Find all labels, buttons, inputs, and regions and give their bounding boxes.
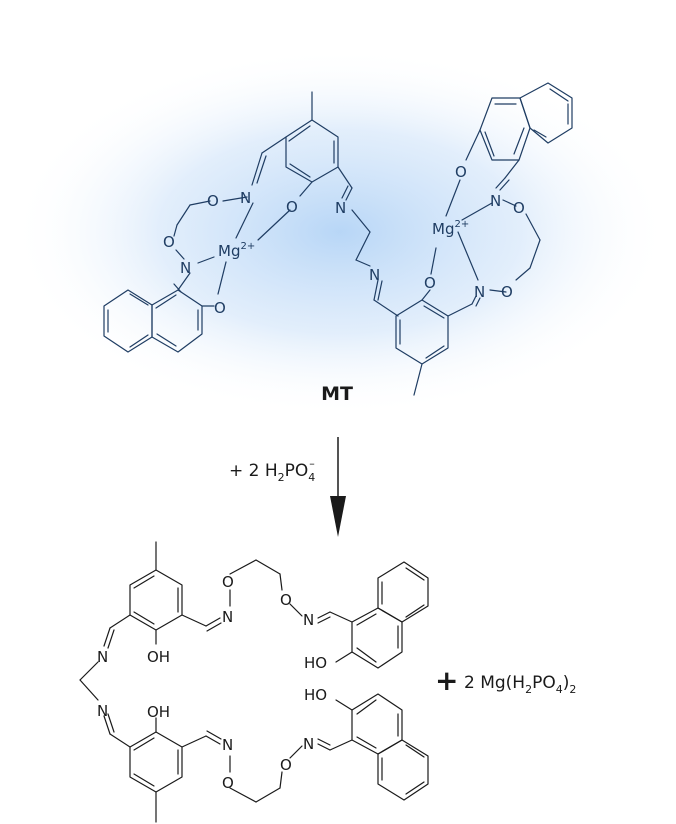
complex-glow (10, 47, 670, 417)
oh-label: OH (147, 703, 170, 721)
ethylene-linker (337, 166, 399, 317)
complex-label: MT (321, 383, 353, 405)
atom-n: N (180, 259, 191, 277)
atom-o: O (280, 756, 292, 774)
plus-sign: + (435, 664, 458, 697)
atom-n: N (474, 283, 485, 301)
atom-o: O (286, 198, 298, 216)
atom-o: O (163, 233, 175, 251)
reaction-arrow (330, 437, 346, 537)
atom-n: N (369, 266, 380, 284)
right-naphthalene (465, 82, 573, 161)
upper-oxime-chain (181, 559, 353, 632)
atom-o: O (424, 274, 436, 292)
atom-n: N (303, 611, 314, 629)
atom-o: O (222, 573, 234, 591)
atom-n: N (222, 608, 233, 626)
atom-o: O (207, 192, 219, 210)
lower-oxime-chain (181, 730, 353, 803)
atom-n: N (490, 192, 501, 210)
right-chelate (430, 159, 541, 317)
upper-central-ring (129, 541, 183, 645)
mt-complex: N O O N O O N N O N O O N O Mg2+ Mg2+ (103, 82, 573, 396)
atom-o: O (280, 591, 292, 609)
lower-naphthalene (335, 693, 429, 801)
upper-naphthalene (335, 561, 429, 669)
ho-label: HO (304, 686, 327, 704)
left-naphthalene (103, 289, 215, 353)
ho-label: HO (304, 654, 327, 672)
atom-n: N (240, 189, 251, 207)
atom-n: N (335, 199, 346, 217)
atom-n: N (303, 735, 314, 753)
mg-right: Mg2+ (432, 219, 469, 238)
atom-n: N (97, 702, 108, 720)
left-chelate (173, 136, 313, 295)
reagent-label: + 2 H2PO4– (229, 457, 315, 484)
lower-central-ring (129, 717, 183, 823)
atom-o: O (214, 299, 226, 317)
atom-o: O (513, 199, 525, 217)
free-ligand: OH OH N N N O O N HO N O O N HO (79, 541, 429, 823)
oh-label: OH (147, 648, 170, 666)
product-linker (79, 614, 131, 748)
atom-n: N (222, 736, 233, 754)
atom-n: N (97, 648, 108, 666)
atom-o: O (222, 774, 234, 792)
byproduct-label: 2 Mg(H2PO4)2 (464, 673, 576, 696)
atom-o: O (455, 163, 467, 181)
atom-o: O (501, 283, 513, 301)
mg-left: Mg2+ (218, 241, 255, 260)
